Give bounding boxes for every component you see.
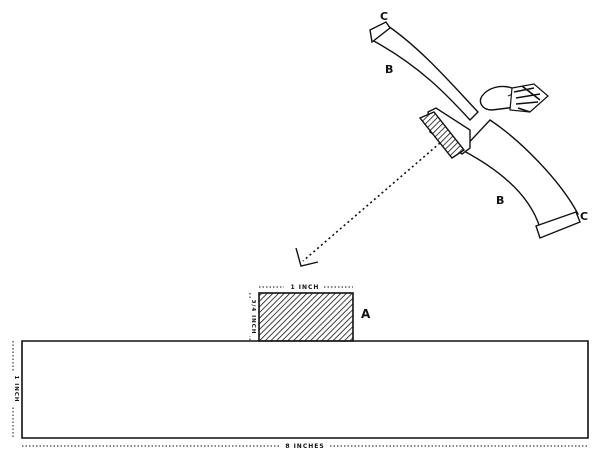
label-c-bottom: C: [580, 210, 588, 223]
dimension-tab-height-label: 3/4 INCH: [250, 300, 256, 335]
dimension-strip-length-label: 8 INCHES: [285, 443, 324, 450]
label-c-top: C: [380, 10, 388, 23]
label-a: A: [361, 307, 371, 321]
dimension-tab-width-label: 1 INCH: [291, 284, 320, 291]
twisted-strip-illustration: [369, 21, 581, 239]
strip-lower-arm: [460, 119, 579, 229]
dimension-strip-height: 1 INCH: [8, 341, 19, 438]
dimension-tab-height: 3/4 INCH: [245, 293, 256, 341]
tab-a-hatched: [258, 292, 354, 342]
strip-tab-hatched: [418, 111, 466, 159]
dotted-arrow: [295, 142, 441, 267]
strip-end-fold-bottom: [535, 211, 581, 239]
label-b-bottom: B: [496, 194, 504, 207]
hand-illustration: [479, 83, 549, 113]
strip-end-fold-top: [369, 21, 391, 44]
dimension-tab-width: 1 INCH: [259, 284, 353, 291]
strip-upper-arm: [370, 25, 479, 122]
dimension-strip-height-label: 1 INCH: [13, 375, 19, 402]
flat-strip: [21, 292, 589, 439]
flat-strip-outline: [21, 340, 589, 439]
label-b-top: B: [385, 63, 393, 76]
dimension-strip-length: 8 INCHES: [22, 443, 588, 450]
